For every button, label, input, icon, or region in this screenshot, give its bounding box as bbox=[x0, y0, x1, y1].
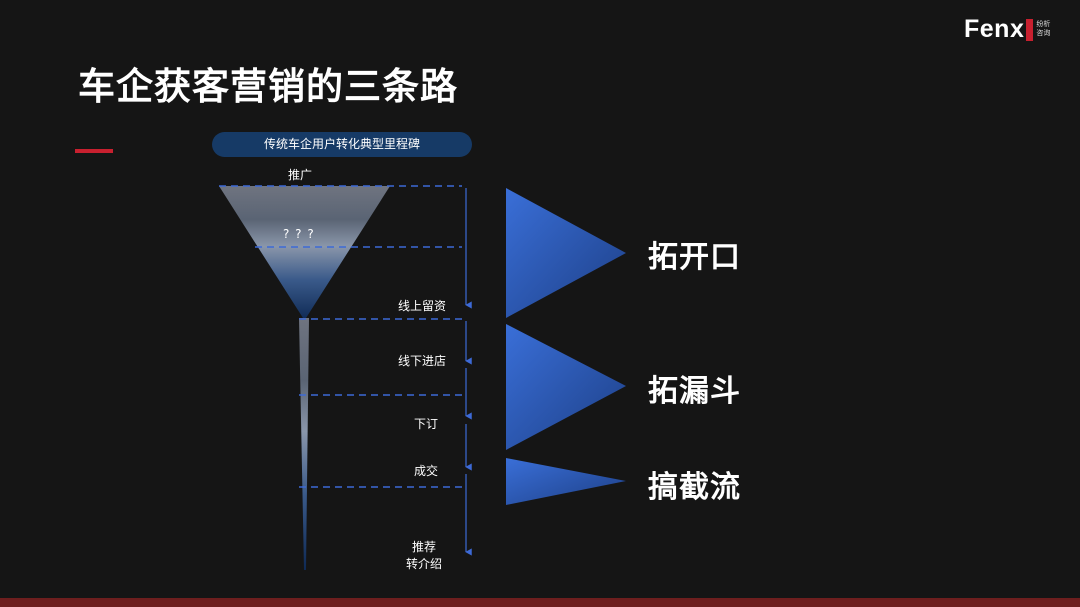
funnel-shape bbox=[219, 186, 390, 320]
strategy-label-expand-opening: 拓开口 bbox=[648, 240, 741, 275]
stage-label-order: 下订 bbox=[414, 417, 439, 431]
accent-bar bbox=[75, 149, 113, 153]
stage-label-online-leads: 线上留资 bbox=[398, 299, 447, 313]
stage-label-referral: 推荐 转介绍 bbox=[406, 539, 442, 573]
brand-logo: Fenx 纷析 咨询 bbox=[964, 14, 1050, 44]
funnel-question-marks: ? ? ? bbox=[283, 227, 315, 241]
strategy-label-intercept: 搞截流 bbox=[648, 470, 741, 505]
strategy-triangle-2 bbox=[506, 324, 626, 450]
funnel-stem bbox=[299, 318, 309, 570]
funnel-header-pill: 传统车企用户转化典型里程碑 bbox=[212, 132, 472, 157]
strategy-label-expand-funnel: 拓漏斗 bbox=[648, 374, 741, 409]
logo-wordmark: Fenx bbox=[964, 14, 1025, 43]
stage-label-deal: 成交 bbox=[414, 464, 439, 478]
stage-label-store-visit: 线下进店 bbox=[398, 354, 447, 368]
logo-sub-line2: 咨询 bbox=[1036, 29, 1051, 37]
stage-label-referral-line2: 转介绍 bbox=[406, 557, 443, 571]
logo-sub-line1: 纷析 bbox=[1036, 20, 1051, 28]
strategy-triangle-3 bbox=[506, 458, 626, 505]
footer-bar bbox=[0, 598, 1080, 607]
stage-label-referral-line1: 推荐 bbox=[412, 540, 437, 554]
stage-label-promotion: 推广 bbox=[288, 168, 313, 182]
logo-subtitle: 纷析 咨询 bbox=[1036, 20, 1050, 38]
page-title: 车企获客营销的三条路 bbox=[78, 65, 458, 108]
logo-i-mark bbox=[1026, 19, 1034, 41]
strategy-triangle-1 bbox=[506, 188, 626, 318]
